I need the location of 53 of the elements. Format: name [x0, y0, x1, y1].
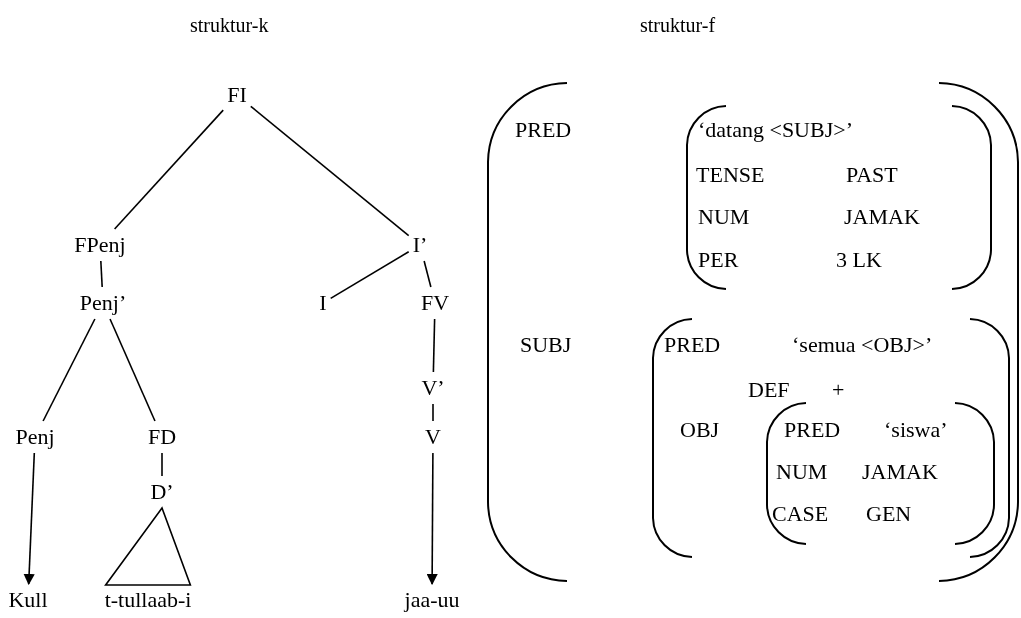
feature-text: + [832, 377, 845, 403]
tree-node-label: V [424, 424, 442, 450]
feature-text: ‘siswa’ [884, 417, 948, 443]
feature-matrix [766, 402, 995, 545]
feature-matrix [652, 318, 1010, 558]
feature-text: GEN [866, 501, 912, 527]
tree-branch [423, 260, 432, 288]
feature-text: JAMAK [862, 459, 938, 485]
tree-branch [109, 318, 156, 422]
feature-text: PRED [515, 117, 572, 143]
feature-text: NUM [698, 204, 750, 230]
feature-matrix [686, 105, 992, 290]
feature-text: DEF [748, 377, 790, 403]
section-heading: struktur-f [640, 13, 716, 38]
feature-text: TENSE [696, 162, 765, 188]
feature-text: SUBJ [520, 332, 572, 358]
feature-matrix [487, 82, 1019, 582]
feature-text: PAST [846, 162, 898, 188]
tree-node-label: Penj [14, 424, 56, 450]
tree-node-label: FV [419, 290, 451, 316]
feature-text: OBJ [680, 417, 720, 443]
tree-node-label: t-tullaab-i [103, 587, 193, 613]
tree-branch [161, 452, 163, 477]
feature-text: NUM [776, 459, 828, 485]
tree-node-label: FI [226, 82, 248, 108]
section-heading: struktur-k [190, 13, 269, 38]
feature-text: ‘semua <OBJ>’ [792, 332, 933, 358]
tree-branch [432, 403, 434, 422]
arrow [426, 452, 438, 586]
feature-text: ‘datang <SUBJ>’ [698, 117, 853, 143]
tree-branch [42, 318, 96, 422]
tree-branch [250, 105, 410, 237]
tree-node-label: D’ [149, 479, 175, 505]
tree-node-label: jaa-uu [403, 587, 461, 613]
feature-text: JAMAK [844, 204, 920, 230]
arrow [23, 452, 36, 586]
feature-text: CASE [772, 501, 829, 527]
feature-text: PRED [784, 417, 841, 443]
tree-branch [432, 318, 436, 373]
tree-node-label: FPenj [73, 232, 127, 258]
tree-branch [329, 250, 410, 300]
tree-branch [113, 109, 224, 230]
tree-node-label: I [318, 290, 328, 316]
tree-node-label: I’ [411, 232, 429, 258]
feature-text: PRED [664, 332, 721, 358]
feature-text: PER [698, 247, 739, 273]
tree-node-label: FD [146, 424, 178, 450]
tree-branch [100, 260, 103, 288]
tree-node-label: Penj’ [78, 290, 128, 316]
tree-node-label: V’ [420, 375, 446, 401]
triangle-branch [104, 506, 192, 586]
feature-text: 3 LK [836, 247, 882, 273]
tree-node-label: Kull [7, 587, 49, 613]
